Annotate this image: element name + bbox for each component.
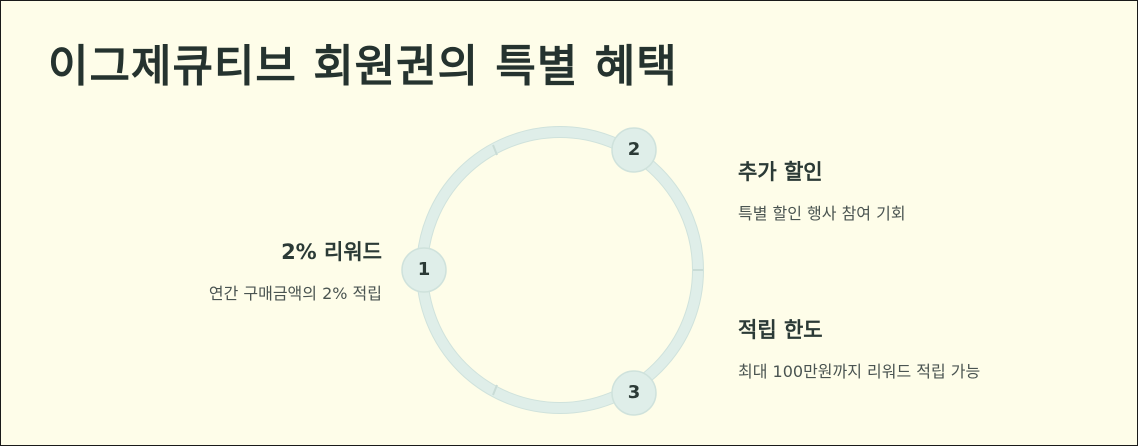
step-2-title: 추가 할인 (738, 160, 823, 184)
step-1-title: 2% 리워드 (281, 240, 382, 264)
step-3-description: 최대 100만원까지 리워드 적립 가능 (738, 362, 981, 381)
node-3-number: 3 (627, 382, 641, 403)
step-1-block: 2% 리워드 연간 구매금액의 2% 적립 (209, 236, 382, 304)
step-2-block: 추가 할인 특별 할인 행사 참여 기회 (738, 156, 906, 224)
node-1-circle (401, 247, 447, 293)
page-title: 이그제큐티브 회원권의 특별 혜택 (48, 41, 678, 92)
step-3-block: 적립 한도 최대 100만원까지 리워드 적립 가능 (738, 314, 980, 382)
ring-tick (492, 384, 498, 396)
step-2-description: 특별 할인 행사 참여 기회 (738, 204, 906, 223)
ring-tick (492, 144, 498, 156)
node-3-circle (611, 370, 657, 416)
step-3-title: 적립 한도 (738, 318, 823, 342)
node-2-circle (611, 127, 657, 173)
step-1-description: 연간 구매금액의 2% 적립 (208, 284, 382, 303)
cycle-ring (417, 127, 703, 413)
node-2-number: 2 (627, 139, 641, 160)
node-1-number: 1 (417, 259, 431, 280)
